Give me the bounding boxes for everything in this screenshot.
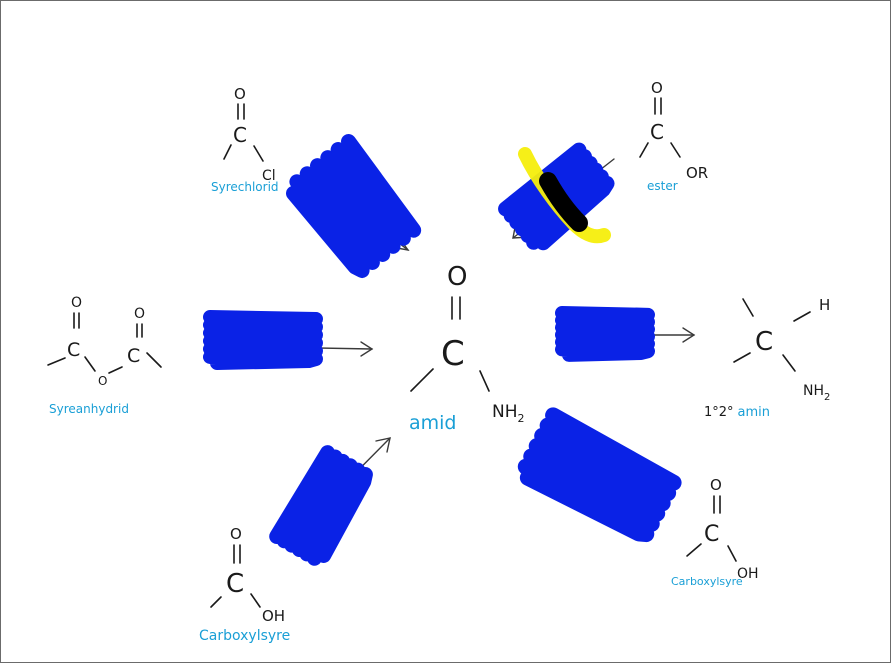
anhydride-carbon-2: C	[127, 345, 140, 367]
amide-carbon: C	[441, 334, 465, 374]
acid-chloride-molecule: O C Cl Syrechlorid	[211, 85, 279, 194]
ester-or-group: OR	[686, 164, 708, 182]
amine-hydrogen: H	[819, 296, 830, 314]
anhydride-left-bond	[47, 357, 66, 366]
anhydride-label: Syreanhydrid	[49, 402, 129, 416]
ester-carbon: C	[650, 120, 664, 144]
carboxylic-acid-left-carbon: C	[226, 569, 244, 599]
amide-left-bond	[410, 368, 434, 392]
carboxylic-acid-right-oxygen: O	[710, 476, 722, 494]
ester-left-bond	[639, 142, 649, 158]
scribble-carboxylic-acid-product	[517, 407, 682, 543]
carboxylic-acid-left-left-bond	[210, 596, 222, 608]
anhydride-oxygen-2: O	[134, 306, 145, 322]
acid-chloride-carbon: C	[233, 123, 247, 147]
anhydride-right-bond	[146, 352, 162, 368]
amide-nitrogen: NH2	[492, 402, 525, 425]
anhydride-oxygen-1: O	[71, 295, 82, 311]
amide-oxygen: O	[447, 262, 467, 292]
anhydride-bridge-oxygen: O	[98, 374, 107, 388]
anhydride-molecule: O C O O C Syreanhydrid	[47, 295, 162, 416]
ester-molecule: O C OR ester	[639, 79, 708, 193]
acid-chloride-right-bond	[253, 145, 264, 162]
amine-molecule: H C NH2 1°2°amin	[704, 296, 830, 420]
carboxylic-acid-right-label: Carboxylsyre	[671, 575, 743, 588]
amine-h-bond	[793, 311, 811, 322]
carboxylic-acid-right-left-bond	[686, 543, 702, 557]
scribble-anhydride	[203, 310, 323, 370]
acid-chloride-label: Syrechlorid	[211, 180, 279, 194]
carboxylic-acid-right-molecule: O C OH Carboxylsyre	[671, 476, 759, 588]
amine-bottom-left-bond	[733, 352, 751, 363]
anhydride-bridge-bond-2	[108, 366, 123, 374]
carboxylic-acid-right-right-bond	[727, 545, 737, 562]
amine-top-left-bond	[742, 298, 754, 317]
scribble-ester	[498, 142, 615, 251]
scribble-amine	[555, 306, 655, 362]
carboxylic-acid-left-right-bond	[250, 593, 261, 608]
acid-chloride-chlorine: Cl	[262, 168, 276, 184]
ester-oxygen: O	[651, 79, 663, 97]
amine-nitrogen: NH2	[803, 383, 830, 403]
amine-carbon: C	[755, 327, 773, 357]
amine-n-bond	[782, 354, 796, 372]
carboxylic-acid-right-carbon: C	[704, 522, 719, 547]
blue-scribbles	[203, 133, 682, 566]
carboxylic-acid-left-label: Carboxylsyre	[199, 628, 290, 644]
scribble-carboxylic-acid	[269, 445, 373, 566]
acid-chloride-left-bond	[223, 144, 232, 160]
black-strike-stroke	[539, 172, 588, 232]
anhydride-carbon-1: C	[67, 339, 80, 361]
acid-chloride-oxygen: O	[234, 85, 246, 103]
amide-right-bond	[479, 370, 490, 392]
ester-right-bond	[670, 142, 681, 158]
amide-label: amid	[409, 412, 457, 434]
carboxylic-acid-left-oxygen: O	[230, 525, 242, 543]
carboxylic-acid-right-oh: OH	[737, 566, 759, 582]
carboxylic-acid-left-oh: OH	[262, 607, 285, 625]
carboxylic-acid-left-molecule: O C OH Carboxylsyre	[199, 525, 290, 644]
amide-molecule: O C NH2 amid	[409, 262, 525, 434]
amine-label: 1°2°amin	[704, 405, 770, 420]
anhydride-bridge-bond-1	[84, 356, 96, 372]
ester-label: ester	[647, 179, 678, 193]
scribble-acid-chloride	[286, 133, 422, 278]
